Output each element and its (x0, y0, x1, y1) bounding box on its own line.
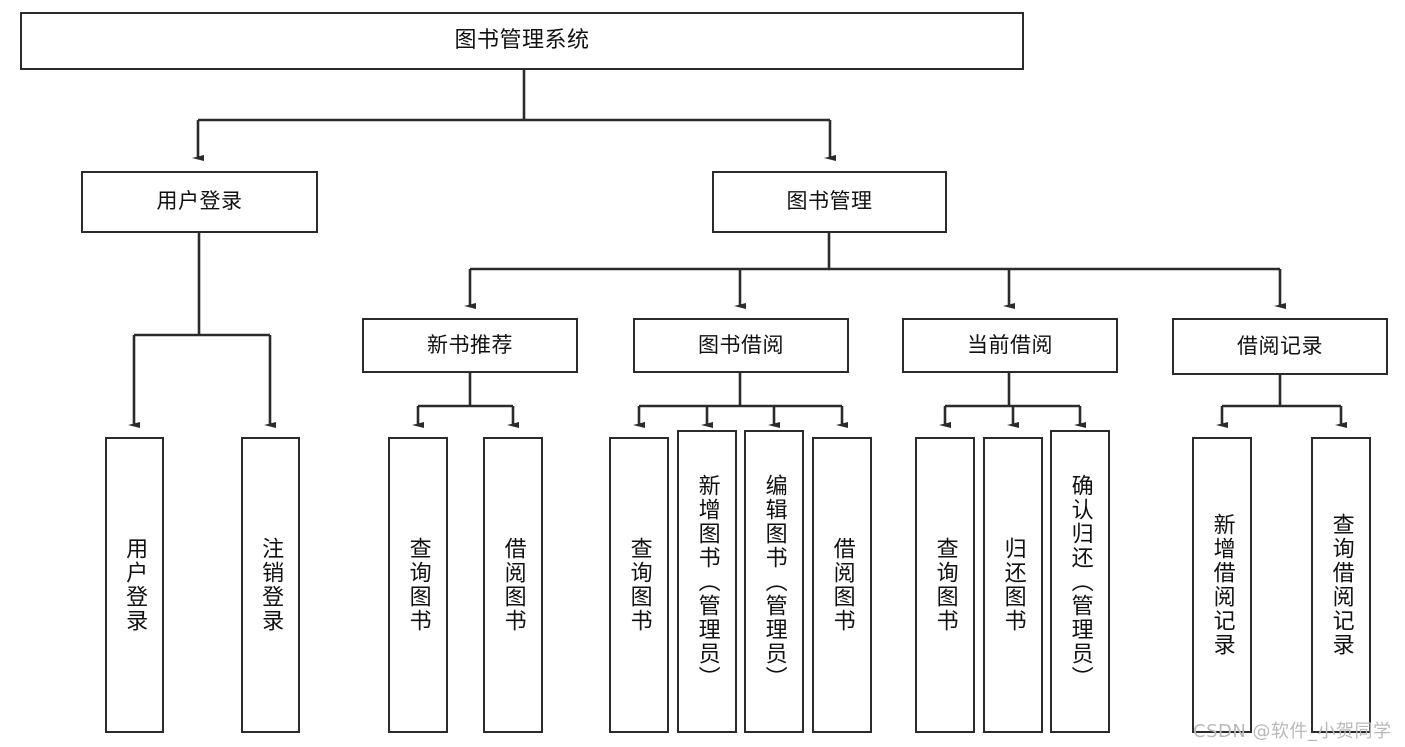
node-label: 编辑图书（管理员） (761, 473, 787, 690)
node-label: 借阅图书 (829, 537, 855, 633)
leaf-query-borrow-record[interactable]: 查询借阅记录 (1311, 437, 1371, 733)
node-label: 查询借阅记录 (1328, 513, 1354, 657)
node-label: 图书管理 (786, 189, 873, 214)
leaf-user-login[interactable]: 用户登录 (105, 437, 164, 733)
leaf-add-book-admin[interactable]: 新增图书（管理员） (677, 430, 737, 733)
node-label: 新增图书（管理员） (694, 473, 720, 690)
node-label: 图书借阅 (698, 332, 784, 357)
leaf-borrow-book-recommend[interactable]: 借阅图书 (483, 437, 543, 733)
node-book-management-system[interactable]: 图书管理系统 (20, 12, 1024, 70)
node-label: 借阅图书 (500, 537, 526, 633)
node-label: 当前借阅 (967, 332, 1053, 357)
node-label: 新书推荐 (427, 332, 513, 357)
leaf-query-book-current[interactable]: 查询图书 (915, 437, 975, 733)
leaf-logout-login[interactable]: 注销登录 (241, 437, 300, 733)
leaf-query-book-borrow[interactable]: 查询图书 (609, 437, 669, 733)
leaf-borrow-book-borrow[interactable]: 借阅图书 (812, 437, 872, 733)
node-label: 注销登录 (258, 537, 284, 633)
node-book-management[interactable]: 图书管理 (712, 171, 947, 233)
node-label: 用户登录 (156, 189, 243, 214)
node-label: 用户登录 (122, 537, 148, 633)
leaf-query-book-recommend[interactable]: 查询图书 (388, 437, 448, 733)
leaf-edit-book-admin[interactable]: 编辑图书（管理员） (744, 430, 804, 733)
node-label: 图书管理系统 (454, 27, 590, 53)
node-label: 查询图书 (932, 537, 958, 633)
node-borrow-record[interactable]: 借阅记录 (1172, 318, 1388, 375)
node-book-borrow[interactable]: 图书借阅 (633, 318, 849, 373)
node-label: 借阅记录 (1237, 333, 1323, 358)
leaf-confirm-return-admin[interactable]: 确认归还（管理员） (1050, 430, 1110, 733)
leaf-add-borrow-record[interactable]: 新增借阅记录 (1192, 437, 1252, 733)
node-label: 查询图书 (405, 537, 431, 633)
node-label: 新增借阅记录 (1209, 513, 1235, 657)
node-user-login[interactable]: 用户登录 (81, 171, 318, 233)
node-label: 查询图书 (626, 537, 652, 633)
node-new-book-recommend[interactable]: 新书推荐 (362, 318, 578, 373)
leaf-return-book[interactable]: 归还图书 (983, 437, 1043, 733)
node-label: 归还图书 (1000, 537, 1026, 633)
node-label: 确认归还（管理员） (1067, 473, 1093, 690)
node-current-borrow[interactable]: 当前借阅 (902, 318, 1118, 373)
csdn-watermark: CSDN @软件_小贺同学 (1193, 721, 1392, 742)
